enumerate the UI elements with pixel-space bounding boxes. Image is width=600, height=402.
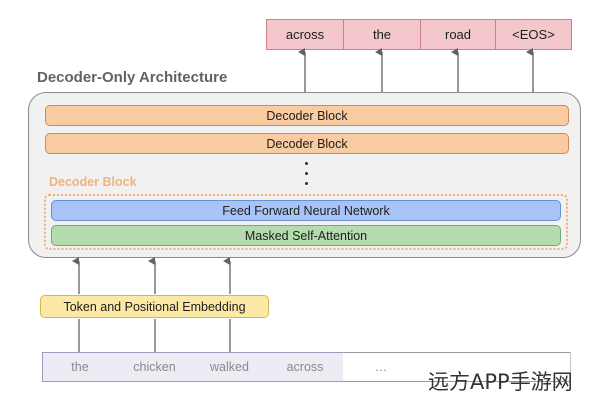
token-positional-embedding: Token and Positional Embedding [40,295,269,318]
input-token-the: the [42,352,118,382]
output-token-the: the [343,19,421,50]
output-token-road: road [420,19,496,50]
ellipsis-dot [305,182,308,185]
watermark-text: 远方APP手游网 [428,370,573,394]
output-token-eos: <EOS> [495,19,572,50]
input-token-chicken: chicken [117,352,193,382]
input-token-across: across [267,352,344,382]
architecture-title: Decoder-Only Architecture [37,69,228,86]
ellipsis-dot [305,162,308,165]
decoder-block-second: Decoder Block [45,133,569,154]
expanded-decoder-block-label: Decoder Block [49,175,137,189]
expanded-decoder-block-outline [44,194,568,250]
input-token-walked: walked [192,352,268,382]
input-token-blank [419,352,496,382]
masked-self-attention-layer: Masked Self-Attention [51,225,561,246]
input-token-ellipsis: … [343,352,420,382]
feed-forward-layer: Feed Forward Neural Network [51,200,561,221]
output-token-across: across [266,19,344,50]
decoder-block-top: Decoder Block [45,105,569,126]
input-token-blank [495,352,571,382]
ellipsis-dot [305,172,308,175]
